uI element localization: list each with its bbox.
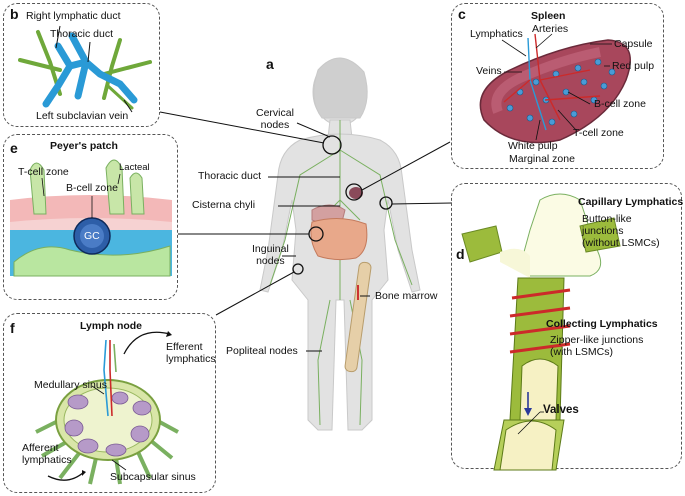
b-cell-zone-label-e: B-cell zone	[66, 182, 118, 194]
panel-f-letter: f	[10, 320, 15, 336]
collecting-junctions-desc: Zipper-like junctions (with LSMCs)	[550, 334, 644, 358]
lymphatics-label-c: Lymphatics	[470, 28, 523, 40]
bone-marrow-label: Bone marrow	[375, 290, 438, 302]
lacteal-label: Lacteal	[119, 162, 150, 173]
panel-c	[451, 3, 664, 169]
capsule-label: Capsule	[614, 38, 653, 50]
inguinal-nodes-label: Inguinal nodes	[252, 243, 289, 267]
panel-e-letter: e	[10, 140, 18, 156]
gc-label: GC	[84, 230, 100, 242]
panel-e	[3, 134, 178, 300]
right-lymphatic-duct-label: Right lymphatic duct	[26, 10, 121, 22]
subcapsular-sinus-label: Subcapsular sinus	[110, 471, 196, 483]
panel-d-letter: d	[456, 246, 465, 262]
cisterna-chyli-label: Cisterna chyli	[192, 199, 256, 211]
valves-label: Valves	[543, 404, 579, 416]
cervical-nodes-label: Cervical nodes	[256, 107, 294, 131]
left-subclavian-vein-label: Left subclavian vein	[36, 110, 129, 122]
spleen-shape	[349, 187, 363, 199]
white-pulp-label: White pulp	[508, 140, 558, 152]
panel-d	[451, 183, 682, 469]
peyers-patch-title: Peyer's patch	[50, 140, 118, 152]
veins-label: Veins	[476, 65, 502, 77]
panel-b-letter: b	[10, 6, 19, 22]
medullary-sinus-label: Medullary sinus	[34, 379, 107, 391]
panel-c-letter: c	[458, 6, 466, 22]
lymph-node-title: Lymph node	[80, 320, 143, 332]
thoracic-duct-label-b: Thoracic duct	[50, 28, 114, 40]
thoracic-duct-label-a: Thoracic duct	[198, 170, 262, 182]
marginal-zone-label: Marginal zone	[509, 153, 575, 165]
popliteal-nodes-label: Popliteal nodes	[226, 345, 298, 357]
arteries-label: Arteries	[532, 23, 569, 35]
spleen-title: Spleen	[531, 10, 566, 22]
panel-b	[3, 3, 160, 127]
afferent-lymphatics-label: Afferent lymphatics	[22, 442, 72, 466]
t-cell-zone-label-e: T-cell zone	[18, 166, 69, 178]
red-pulp-label: Red pulp	[612, 60, 655, 72]
leader-lines	[159, 111, 453, 352]
bone-marrow-shape	[344, 261, 372, 373]
intestines-shape	[310, 218, 368, 261]
efferent-lymphatics-label: Efferent lymphatics	[166, 341, 216, 365]
t-cell-zone-label-c: T-cell zone	[573, 127, 624, 139]
capillary-lymphatics-title: Capillary Lymphatics	[578, 196, 684, 208]
collecting-lymphatics-title: Collecting Lymphatics	[546, 318, 658, 330]
capillary-junctions-desc: Button-like junctions (without LSMCs)	[582, 213, 660, 249]
body-lymph-vessels	[269, 120, 413, 426]
panel-f	[3, 313, 216, 493]
callout-circles	[292, 135, 393, 275]
panel-a-letter: a	[266, 56, 274, 72]
b-cell-zone-label-c: B-cell zone	[594, 98, 646, 110]
